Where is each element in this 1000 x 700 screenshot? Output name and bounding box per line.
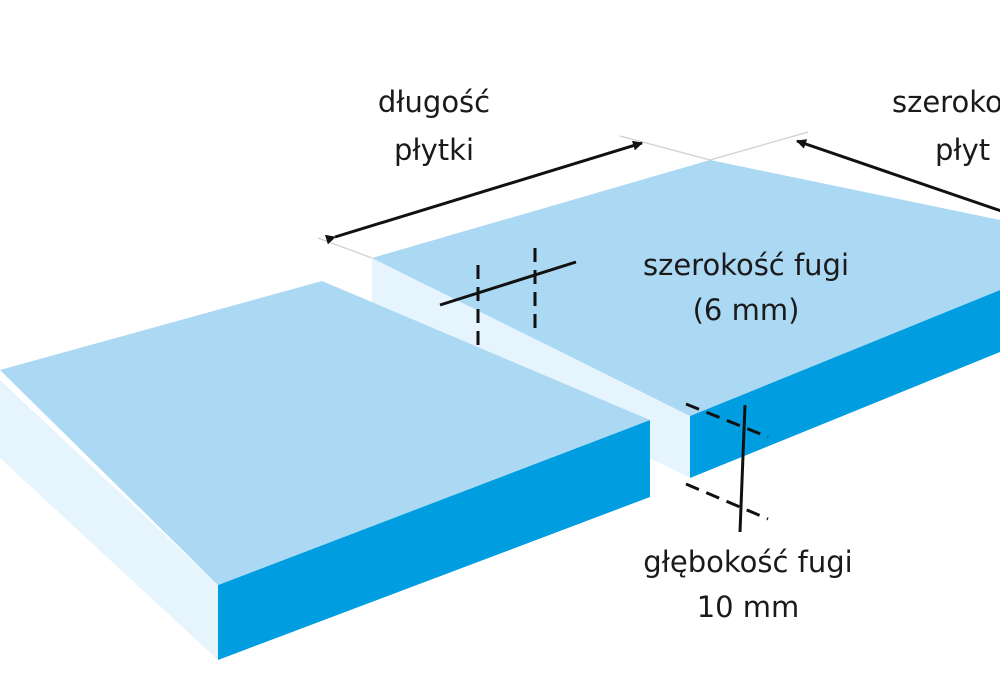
tile-width-label-line1: szeroko xyxy=(892,85,1000,119)
joint-width-marker xyxy=(439,248,577,352)
joint-width-label-line2: (6 mm) xyxy=(693,293,800,327)
joint-depth-line xyxy=(738,404,747,533)
tile-width-label-line2: płyt xyxy=(935,133,990,167)
left-tile-left-face xyxy=(0,380,218,660)
joint-depth-dashed-top xyxy=(685,402,769,439)
right-tile-front-face xyxy=(690,290,1000,478)
left-tile xyxy=(0,281,650,660)
joint-depth-dashed-bottom xyxy=(685,482,769,521)
left-tile-top-face xyxy=(0,281,650,585)
tile-length-label-line1: długość xyxy=(378,85,490,119)
tile-width-arrow xyxy=(796,139,1000,213)
joint-width-line xyxy=(439,260,577,307)
joint-depth-marker xyxy=(685,402,769,533)
left-tile-front-face xyxy=(218,420,650,660)
joint-width-label-line1: szerokość fugi xyxy=(643,248,849,282)
tile-length-label-line2: płytki xyxy=(394,133,474,167)
joint-depth-label-line2: 10 mm xyxy=(697,590,800,624)
tile-length-arrow xyxy=(324,140,643,245)
joint-depth-label-line1: głębokość fugi xyxy=(643,545,852,579)
